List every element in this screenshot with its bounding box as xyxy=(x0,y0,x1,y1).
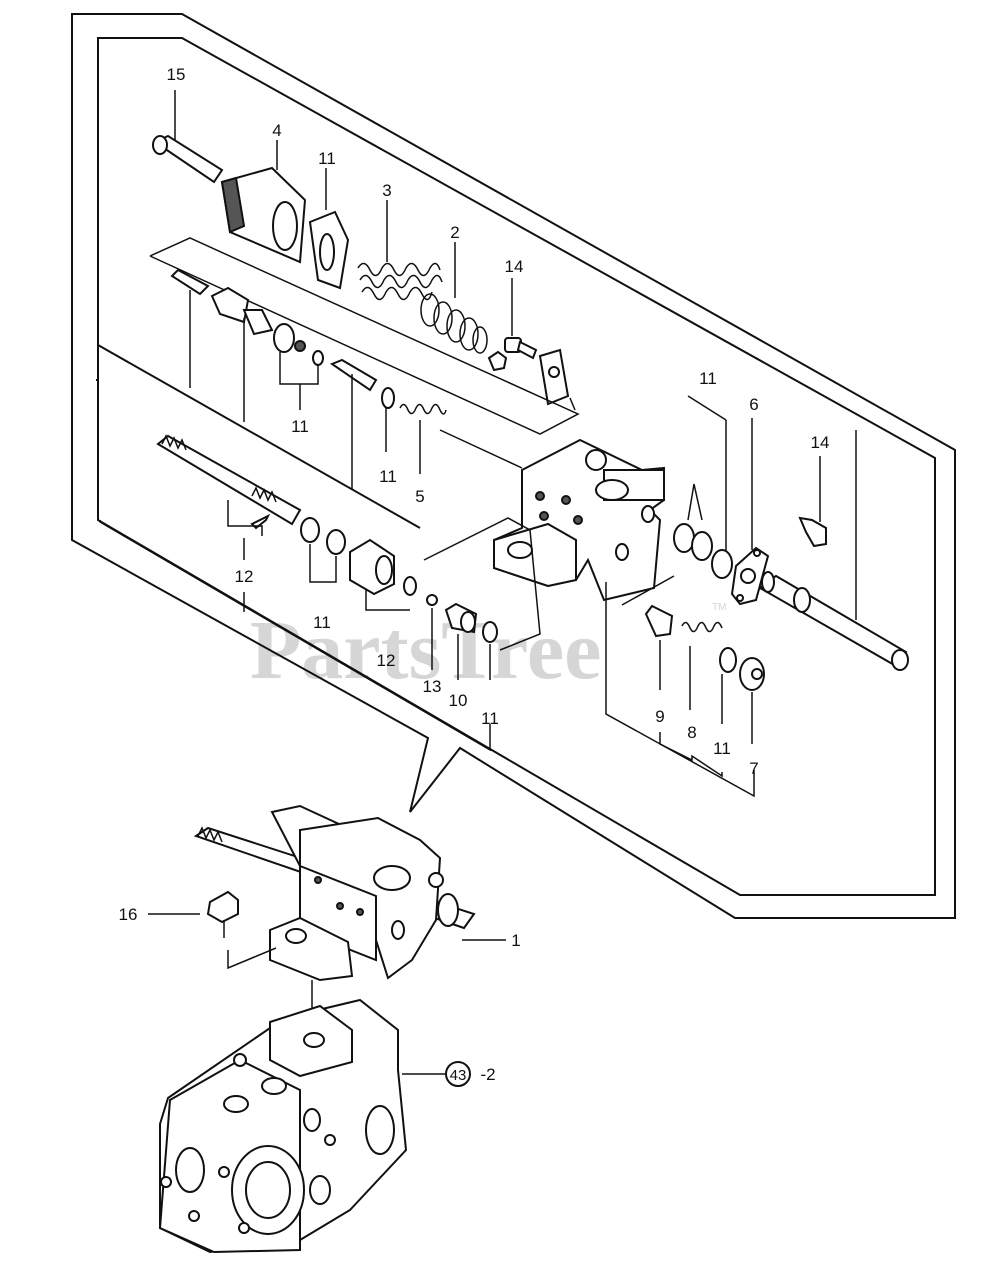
callout-10: 10 xyxy=(449,691,468,710)
assembly-frame xyxy=(97,37,936,896)
callout-13: 13 xyxy=(423,677,442,696)
ball-b xyxy=(426,594,438,606)
o-ring-f xyxy=(711,549,733,579)
screw-part-14b xyxy=(798,456,827,548)
callout-11-lower: 11 xyxy=(481,709,499,728)
bolt-part-16 xyxy=(148,890,239,938)
o-ring-g xyxy=(300,517,320,543)
gasket-part-11 xyxy=(308,168,350,290)
callout-11-poppet: 11 xyxy=(291,417,309,436)
explosion-frame xyxy=(71,13,956,919)
spring-part-2 xyxy=(420,242,488,354)
callout-5: 5 xyxy=(415,487,424,506)
o-ring-c xyxy=(381,387,395,409)
poppet-valve xyxy=(170,268,274,422)
reference-circle-43 xyxy=(445,1061,471,1087)
callout-12-left: 12 xyxy=(235,567,254,586)
callout-14-right: 14 xyxy=(811,433,830,452)
callout-7: 7 xyxy=(749,759,758,778)
watermark: PartsTree xyxy=(250,604,601,697)
o-ring-j xyxy=(482,621,498,643)
callout-6: 6 xyxy=(749,395,758,414)
pump-housing-43 xyxy=(158,998,408,1254)
o-ring-h xyxy=(326,529,346,555)
callout-14-top: 14 xyxy=(505,257,524,276)
o-ring-d xyxy=(673,523,695,553)
screw-part-14 xyxy=(487,278,538,372)
valve-assembly-1 xyxy=(193,804,476,982)
o-ring-i xyxy=(403,576,417,596)
callout-9: 9 xyxy=(655,707,664,726)
callout-43-suffix: -2 xyxy=(480,1065,495,1084)
watermark-trademark: TM xyxy=(712,602,726,613)
callout-4: 4 xyxy=(272,121,281,140)
flange-part-6 xyxy=(730,418,770,606)
o-ring-e xyxy=(691,531,713,561)
callout-12-mid: 12 xyxy=(377,651,396,670)
callout-8: 8 xyxy=(687,723,696,742)
o-ring-k xyxy=(719,647,737,673)
shaft-part xyxy=(758,430,909,671)
subassembly-bracket xyxy=(149,237,580,435)
plug-part xyxy=(329,358,378,490)
callout-3: 3 xyxy=(382,181,391,200)
spring-part-3 xyxy=(357,200,443,301)
callout-11-mid: 11 xyxy=(313,613,331,632)
callout-1: 1 xyxy=(511,931,520,950)
callout-11-gasket: 11 xyxy=(318,149,336,168)
seat-part-10 xyxy=(444,602,478,680)
callout-2: 2 xyxy=(450,223,459,242)
frame-divider xyxy=(97,344,421,529)
spring-part-8 xyxy=(681,621,723,633)
bolt-part-15 xyxy=(152,90,224,184)
ball-a xyxy=(294,340,306,352)
poppet-part-9 xyxy=(644,604,674,690)
sleeve-part xyxy=(349,538,410,611)
cover-part-4 xyxy=(220,140,307,264)
callout-11-bottom: 11 xyxy=(713,739,731,758)
valve-body xyxy=(493,438,665,602)
o-ring-b xyxy=(312,350,324,366)
callout-43: 43 xyxy=(450,1067,467,1084)
plug-part-7 xyxy=(739,657,765,744)
callout-11-ring: 11 xyxy=(379,467,397,486)
callout-16: 16 xyxy=(119,905,138,924)
spring-part-5 xyxy=(399,403,447,415)
o-ring-a xyxy=(273,323,295,353)
bracket-part xyxy=(538,348,576,411)
callout-11-right: 11 xyxy=(699,369,717,388)
spool-shaft xyxy=(156,434,302,536)
callout-15: 15 xyxy=(167,65,186,84)
